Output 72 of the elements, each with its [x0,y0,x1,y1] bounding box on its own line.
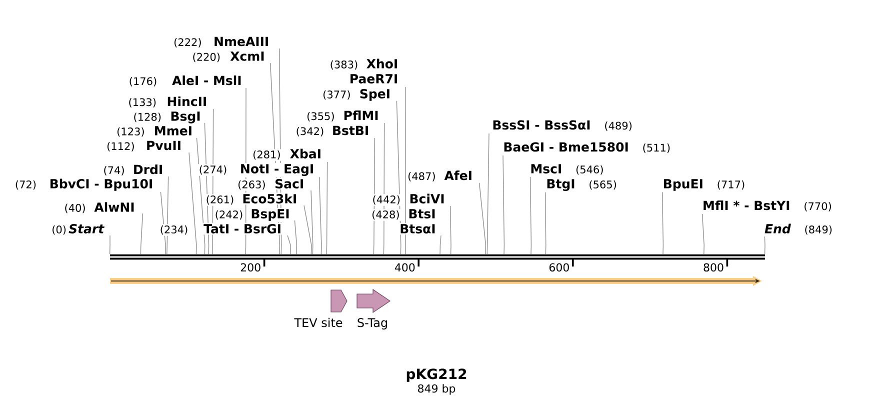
enzyme-label: (377) SpeI [323,89,390,101]
enzyme-label: End (849) [764,224,832,235]
leader-line [662,192,664,255]
leader-line [544,192,546,255]
enzyme-label: (220) XcmI [193,52,264,62]
leader-line [109,235,110,255]
leader-line [140,213,144,255]
leader-line [204,122,210,255]
enzyme-label: BssSI - BssSαI (489) [493,120,632,131]
enzyme-label: (428) BtsI BtsαI [372,209,435,234]
enzyme-label: (74) DrdI [104,164,162,176]
leader-line [310,190,314,255]
ruler-number: 400 [394,263,415,272]
enzyme-label: BpuEI (717) [664,179,744,191]
sequence-line [110,254,765,260]
leader-line [486,133,490,255]
enzyme-label: (342) BstBI [296,126,368,136]
leader-line [326,162,328,255]
enzyme-label: (133) HincII [129,96,206,108]
ruler-number: 600 [549,263,569,272]
enzyme-label: BaeGI - Bme1580I (511) [504,142,670,153]
enzyme-label: (442) BciVI [373,194,444,205]
enzyme-label: (72) BbvCI - Bpu10I [16,178,152,191]
feature-label: TEV site [294,318,342,328]
leader-line [383,122,385,255]
sequence-length: 849 bp [418,384,456,395]
leader-line [287,235,291,255]
leader-line [304,205,312,255]
title: pKG212 [406,368,466,382]
enzyme-label: (383) XhoI PaeR7I [330,58,397,84]
enzyme-label: (263) SacI [238,179,303,190]
enzyme-label: MflI * - BstYI (770) [704,200,831,212]
leader-line [196,138,206,255]
enzyme-label: (176) AleI - MslI [130,76,241,86]
feature-label: S-Tag [358,318,387,330]
leader-line [294,220,298,255]
leader-line [373,138,376,255]
enzyme-label: (355) PflMI [307,110,378,122]
leader-line [702,214,704,255]
leader-line [530,176,532,255]
enzyme-label: (281) XbaI [253,148,320,160]
leader-line [278,48,282,255]
leader-line [404,86,406,255]
enzyme-label: (0) Start [52,224,104,235]
ruler-number: 200 [240,263,260,272]
leader-line [478,182,486,255]
enzyme-label: (112) PvuII [107,140,180,152]
enzyme-label: (123) MmeI [117,126,192,137]
leader-line [440,235,442,255]
enzyme-label: (40) AlwNI [65,202,134,214]
enzyme-label: (128) BsgI [134,112,200,124]
enzyme-label: (234) TatI - BsrGI [160,224,280,235]
leader-line [318,176,322,255]
leader-line [166,176,169,255]
enzyme-label: (261) Eco53kI [206,194,296,205]
leader-line [764,236,766,255]
enzyme-label: (242) BspEI [216,209,289,221]
leader-line [450,206,452,255]
ruler-number: 800 [704,263,724,272]
leader-line [396,100,402,255]
leader-line [212,108,214,255]
enzyme-label: (274) NotI - EagI [200,164,313,176]
feature-arrow [110,276,762,286]
leader-line [270,62,280,255]
leader-line [502,155,505,255]
enzyme-label: BtgI (565) [547,179,616,191]
enzyme-label: (222) NmeAIII [174,36,268,48]
enzyme-label: MscI (546) [531,164,603,175]
enzyme-label: (487) AfeI [408,170,472,182]
leader-line [245,88,246,255]
leader-line [160,192,166,255]
leader-line [188,152,197,255]
